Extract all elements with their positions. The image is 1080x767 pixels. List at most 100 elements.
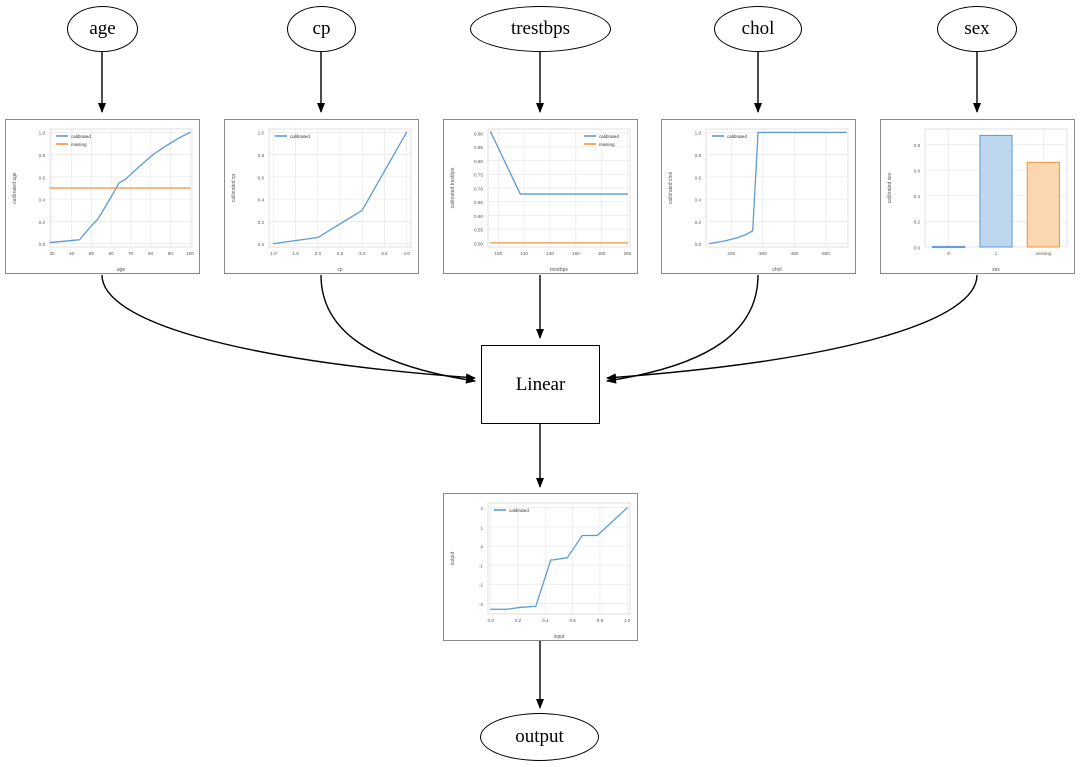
svg-text:calibrated trestbps: calibrated trestbps <box>450 167 456 208</box>
svg-text:0.80: 0.80 <box>474 159 483 164</box>
node-chol[interactable]: chol <box>714 6 802 52</box>
svg-text:cp: cp <box>337 267 343 273</box>
svg-text:50: 50 <box>89 251 95 256</box>
svg-text:0.8: 0.8 <box>695 153 702 158</box>
svg-text:0.2: 0.2 <box>39 220 46 225</box>
svg-text:0.55: 0.55 <box>474 228 483 233</box>
svg-text:180: 180 <box>598 251 606 256</box>
svg-text:0.6: 0.6 <box>258 175 265 180</box>
node-chol-label: chol <box>741 18 775 39</box>
svg-text:0.6: 0.6 <box>39 175 46 180</box>
svg-text:calibrated cp: calibrated cp <box>231 174 237 203</box>
node-output-label: output <box>515 726 564 747</box>
svg-text:300: 300 <box>759 251 767 256</box>
svg-text:calibrated sex: calibrated sex <box>887 172 893 203</box>
svg-text:0.4: 0.4 <box>542 618 549 623</box>
svg-text:4.0: 4.0 <box>403 251 410 256</box>
svg-text:500: 500 <box>822 251 830 256</box>
node-cp-label: cp <box>312 18 331 39</box>
svg-text:0.6: 0.6 <box>569 618 576 623</box>
svg-text:calibrated: calibrated <box>599 134 619 139</box>
svg-text:0.2: 0.2 <box>695 220 702 225</box>
node-trestbps-label: trestbps <box>510 18 571 39</box>
node-linear-label: Linear <box>515 373 566 395</box>
svg-text:0.0: 0.0 <box>914 245 921 250</box>
edge-age-chart-to-linear <box>101 274 476 382</box>
svg-text:1.0: 1.0 <box>258 131 265 136</box>
svg-text:40: 40 <box>69 251 75 256</box>
svg-text:400: 400 <box>791 251 799 256</box>
svg-text:0.2: 0.2 <box>515 618 522 623</box>
chart-panel-chol: 0.0 0.2 0.4 0.6 0.8 1.0 200 300 400 500 chol calibr… <box>661 119 856 274</box>
svg-text:200: 200 <box>727 251 735 256</box>
svg-text:1.0: 1.0 <box>270 251 277 256</box>
svg-text:calibrated: calibrated <box>290 134 310 139</box>
svg-text:0.4: 0.4 <box>914 194 921 199</box>
svg-text:120: 120 <box>520 251 528 256</box>
svg-text:2.5: 2.5 <box>337 251 344 256</box>
edge-sex-chart-to-linear <box>606 274 978 382</box>
svg-text:30: 30 <box>49 251 55 256</box>
svg-text:90: 90 <box>168 251 174 256</box>
svg-text:0.0: 0.0 <box>695 242 702 247</box>
svg-text:0.4: 0.4 <box>39 198 46 203</box>
svg-text:calibrated: calibrated <box>727 134 747 139</box>
svg-text:0: 0 <box>480 544 483 549</box>
svg-text:calibrated: calibrated <box>509 508 529 513</box>
svg-text:1.0: 1.0 <box>39 131 46 136</box>
svg-text:sex: sex <box>992 267 1000 273</box>
node-linear[interactable]: Linear <box>481 345 600 424</box>
node-age-label: age <box>89 18 116 39</box>
svg-text:0.0: 0.0 <box>488 618 495 623</box>
node-output[interactable]: output <box>480 713 599 761</box>
node-sex[interactable]: sex <box>937 6 1017 52</box>
svg-text:0.50: 0.50 <box>474 241 483 246</box>
svg-text:1.5: 1.5 <box>292 251 299 256</box>
svg-text:80: 80 <box>148 251 154 256</box>
node-cp[interactable]: cp <box>287 6 356 52</box>
svg-text:-3: -3 <box>479 602 484 607</box>
node-age[interactable]: age <box>67 6 138 52</box>
svg-text:trestbps: trestbps <box>550 267 568 273</box>
svg-text:100: 100 <box>186 251 194 256</box>
node-trestbps[interactable]: trestbps <box>470 6 611 52</box>
svg-text:0.4: 0.4 <box>695 198 702 203</box>
svg-text:60: 60 <box>109 251 115 256</box>
svg-text:3.5: 3.5 <box>381 251 388 256</box>
svg-text:0.0: 0.0 <box>258 242 265 247</box>
svg-text:0.0: 0.0 <box>39 242 46 247</box>
svg-text:0.90: 0.90 <box>474 132 483 137</box>
svg-text:missing: missing <box>599 142 615 147</box>
svg-text:output: output <box>450 551 456 566</box>
svg-text:-2: -2 <box>479 583 484 588</box>
svg-text:3.0: 3.0 <box>359 251 366 256</box>
svg-text:missing: missing <box>71 142 87 147</box>
svg-text:0.4: 0.4 <box>258 198 265 203</box>
svg-text:1: 1 <box>995 251 998 256</box>
svg-text:2.0: 2.0 <box>315 251 322 256</box>
svg-text:1.0: 1.0 <box>624 618 631 623</box>
svg-text:0.6: 0.6 <box>695 175 702 180</box>
svg-text:0.75: 0.75 <box>474 173 483 178</box>
svg-text:0.6: 0.6 <box>914 168 921 173</box>
svg-text:calibrated: calibrated <box>71 134 91 139</box>
edge-cp-chart-to-linear <box>320 274 476 384</box>
svg-text:2: 2 <box>480 506 483 511</box>
svg-text:0.65: 0.65 <box>474 200 483 205</box>
svg-text:1.0: 1.0 <box>695 131 702 136</box>
svg-text:chol: chol <box>772 267 781 273</box>
svg-text:0.60: 0.60 <box>474 214 483 219</box>
svg-text:100: 100 <box>494 251 502 256</box>
svg-text:calibrated chol: calibrated chol <box>668 172 674 204</box>
svg-text:0.8: 0.8 <box>597 618 604 623</box>
